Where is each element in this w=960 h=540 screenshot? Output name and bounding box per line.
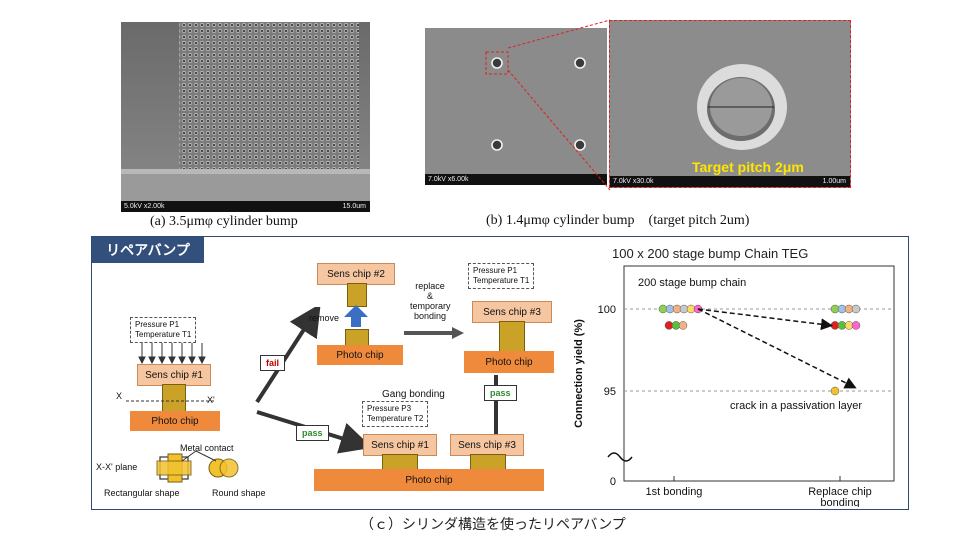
sens-chip-3-bottom: Sens chip #3	[450, 434, 524, 456]
chart-title: 100 x 200 stage bump Chain TEG	[612, 246, 808, 261]
caption-c: （ｃ）シリンダ構造を使ったリペアバンプ	[360, 516, 626, 532]
metal-contact-label: Metal contact	[180, 443, 234, 453]
ytick-0: 0	[610, 476, 616, 488]
zoom-lines	[507, 19, 611, 191]
sem-b-magnification: 7.0kV x6.00k	[428, 176, 469, 183]
data-point-1_95-0	[830, 386, 840, 396]
zoom-bump-render	[610, 21, 850, 187]
y-axis-label: Connection yield (%)	[573, 319, 585, 428]
bump-chip-2	[347, 283, 367, 307]
panel-title: リペアバンプ	[92, 237, 204, 263]
yield-chart: 100 x 200 stage bump Chain TEG 200 stage …	[573, 246, 895, 507]
x-plane-line	[126, 400, 216, 402]
ytick-2: 100	[598, 304, 616, 316]
pressure-label-2: Pressure P1	[473, 266, 518, 275]
xx-plane-label: X-X' plane	[96, 462, 138, 472]
chart-subtitle: 200 stage bump chain	[638, 277, 746, 289]
sem-zoom-scalebar: 7.0kV x30.0k 1.00um	[610, 176, 850, 187]
temperature-label-3: Temperature T2	[367, 414, 424, 423]
bump-chip-3	[499, 321, 525, 353]
bump-bottom-3	[470, 454, 506, 470]
chart-annotation: crack in a passivation layer	[730, 400, 862, 412]
caption-b: (b) 1.4μmφ cylinder bump (target pitch 2…	[486, 213, 750, 228]
temperature-label-1: Temperature T1	[135, 330, 192, 339]
contact-shapes	[156, 451, 239, 483]
sem-zoom-image: Target pitch 2μm 7.0kV x30.0k 1.00um	[609, 20, 851, 188]
target-pitch-label: Target pitch 2μm	[692, 159, 804, 175]
remove-label: remove	[309, 313, 340, 323]
fail-tag: fail	[260, 355, 286, 371]
round-shape-label: Round shape	[212, 488, 266, 498]
plot-area	[623, 265, 895, 482]
photo-chip-right: Photo chip	[464, 351, 554, 373]
pressure-box-1: Pressure P1 Temperature T1	[130, 317, 197, 343]
xtick-label-1-0: Replace chip	[808, 486, 872, 498]
trend-arrow-2	[697, 308, 857, 389]
pass-tag-left: pass	[296, 425, 329, 441]
replace-text: replace & temporary bonding	[410, 281, 451, 321]
data-point-0_99-2	[678, 321, 688, 330]
sem-a-scalebar: 5.0kV x2.00k 15.0um	[121, 201, 370, 212]
x-label: X	[116, 391, 123, 401]
sens-chip-2: Sens chip #2	[317, 263, 395, 285]
photo-chip-left: Photo chip	[130, 411, 220, 431]
pressure-box-3: Pressure P3 Temperature T2	[362, 401, 429, 427]
sem-image-a: 5.0kV x2.00k 15.0um	[121, 22, 370, 212]
sens-chip-1-bottom: Sens chip #1	[363, 434, 437, 456]
axis-break	[607, 452, 633, 462]
sens-chip-3-top: Sens chip #3	[472, 301, 552, 323]
sens-chip-1-left: Sens chip #1	[137, 364, 211, 386]
bump-pitch-pattern	[425, 28, 607, 185]
sem-a-magnification: 5.0kV x2.00k	[124, 203, 165, 210]
replace-label: replace & temporary bonding	[410, 281, 451, 321]
data-point-1_99-3	[851, 321, 861, 330]
bump-bottom-1	[382, 454, 418, 470]
photo-chip-bottom: Photo chip	[314, 469, 544, 491]
repair-bump-panel: リペアバンプ Pressure P1 Temperature T1 Sens c…	[91, 236, 909, 510]
pass-tag-right: pass	[484, 385, 517, 401]
replace-arrow	[404, 327, 464, 339]
sem-zoom-scale: 1.00um	[822, 178, 846, 185]
sem-a-scale: 15.0um	[342, 203, 366, 210]
gang-bonding-label: Gang bonding	[382, 389, 445, 400]
sem-b-scalebar: 7.0kV x6.00k	[425, 174, 607, 185]
pressure-arrows	[138, 343, 206, 365]
pressure-box-2: Pressure P1 Temperature T1	[468, 263, 535, 289]
xtick-label-0-0: 1st bonding	[646, 486, 703, 498]
sem-image-b: 7.0kV x6.00k	[425, 28, 607, 185]
bump-array-pattern	[121, 22, 370, 212]
rect-shape-label: Rectangular shape	[104, 488, 180, 498]
caption-a: (a) 3.5μmφ cylinder bump	[150, 214, 298, 229]
pressure-label-3: Pressure P3	[367, 404, 412, 413]
pressure-label-1: Pressure P1	[135, 320, 180, 329]
bump-left	[162, 384, 186, 412]
sem-zoom-magnification: 7.0kV x30.0k	[613, 178, 654, 185]
temperature-label-2: Temperature T1	[473, 276, 530, 285]
trend-arrow-1	[697, 308, 833, 331]
ytick-1: 95	[604, 386, 616, 398]
lift-arrow	[344, 305, 368, 327]
data-point-1_100-3	[851, 304, 861, 314]
xtick-label-1-1: bonding	[820, 497, 859, 507]
photo-chip-middle: Photo chip	[317, 345, 403, 365]
xp-label: X'	[207, 395, 215, 405]
